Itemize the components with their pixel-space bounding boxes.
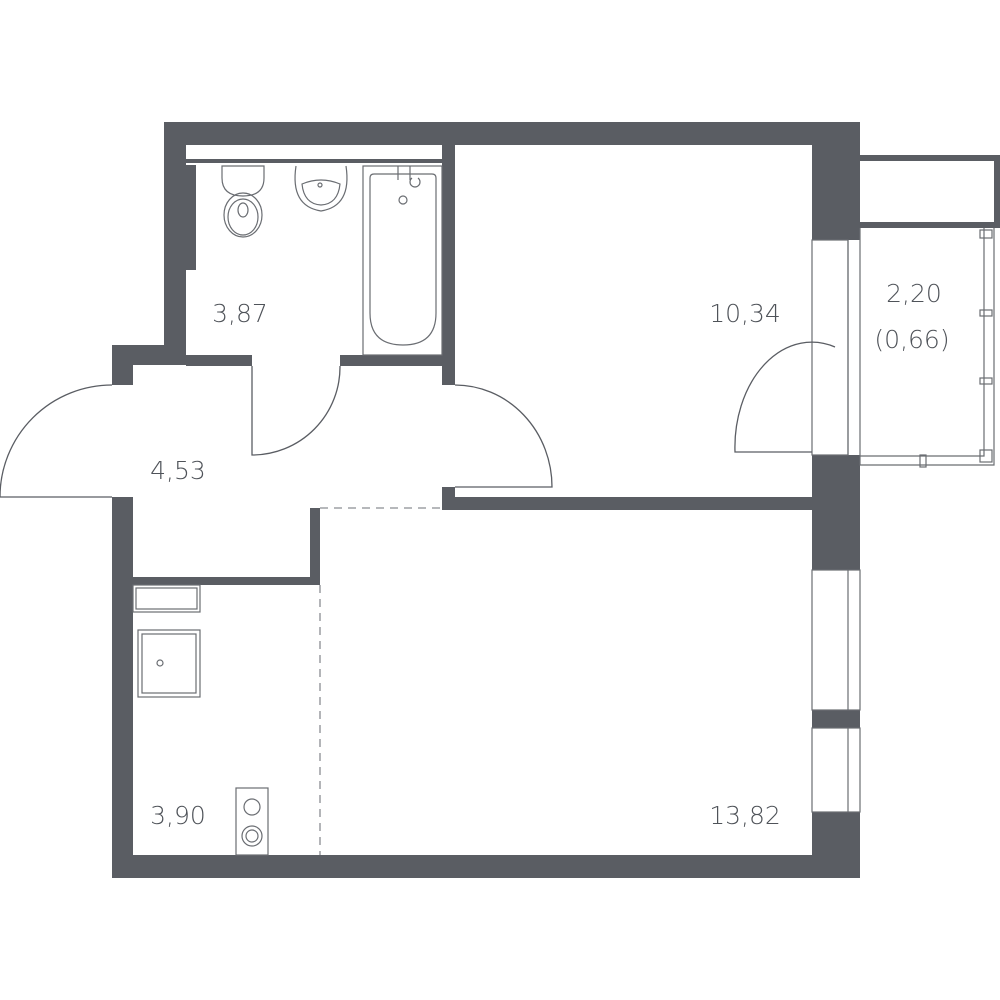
fixtures [132, 165, 443, 856]
toilet-icon [221, 165, 265, 238]
bathroom-pillar [186, 165, 196, 270]
walls [112, 122, 1000, 878]
right-wall-top [812, 122, 860, 240]
balcony-door[interactable] [734, 341, 836, 453]
bedroom-door[interactable] [454, 384, 553, 488]
top-wall [164, 122, 836, 145]
left-wall [112, 497, 133, 878]
bathroom-area: 3,87 [212, 299, 268, 328]
window-living-1 [811, 569, 861, 711]
bottom-wall [112, 855, 836, 878]
window-bedroom [811, 239, 849, 456]
balcony-end-wall [994, 155, 1000, 228]
sink-icon [294, 165, 348, 212]
room-labels: 3,87 10,34 2,20 (0,66) 4,53 3,90 13,82 [150, 279, 949, 830]
hall-kitchen-wall [310, 508, 320, 585]
bedroom-area: 10,34 [709, 299, 781, 328]
kitchen-cabinet [132, 584, 201, 613]
bedroom-door-jamb [442, 487, 455, 510]
balcony-side-wall [848, 222, 1000, 228]
entrance-jamb-top [112, 345, 133, 385]
living-room-area: 13,82 [709, 801, 781, 830]
bathroom-right-wall [442, 145, 455, 385]
balcony-top-wall [848, 155, 1000, 161]
bathroom-bottom-wall-right [340, 355, 442, 366]
bedroom-living-wall [442, 497, 812, 510]
windows [811, 228, 995, 813]
stove-icon [235, 787, 269, 856]
hallway-area: 4,53 [150, 456, 206, 485]
balcony-area: 2,20 [886, 279, 942, 308]
bathroom-door[interactable] [251, 365, 341, 456]
kitchen-sink-icon [137, 629, 201, 698]
bathroom-left-wall [164, 122, 186, 355]
bathroom-bottom-wall-left [186, 355, 252, 366]
right-wall-pier [812, 710, 860, 728]
doors [0, 341, 836, 855]
right-wall-bottom [812, 812, 860, 878]
bathtub-icon [362, 165, 443, 356]
window-living-2 [811, 727, 861, 813]
balcony-reduced-area: (0,66) [874, 325, 949, 354]
balcony-glazing [859, 228, 995, 466]
right-wall-mid [812, 455, 860, 570]
kitchen-top-wall [133, 577, 320, 585]
bathroom-top-line [186, 159, 442, 163]
kitchen-area: 3,90 [150, 801, 206, 830]
entrance-door[interactable] [0, 384, 113, 498]
